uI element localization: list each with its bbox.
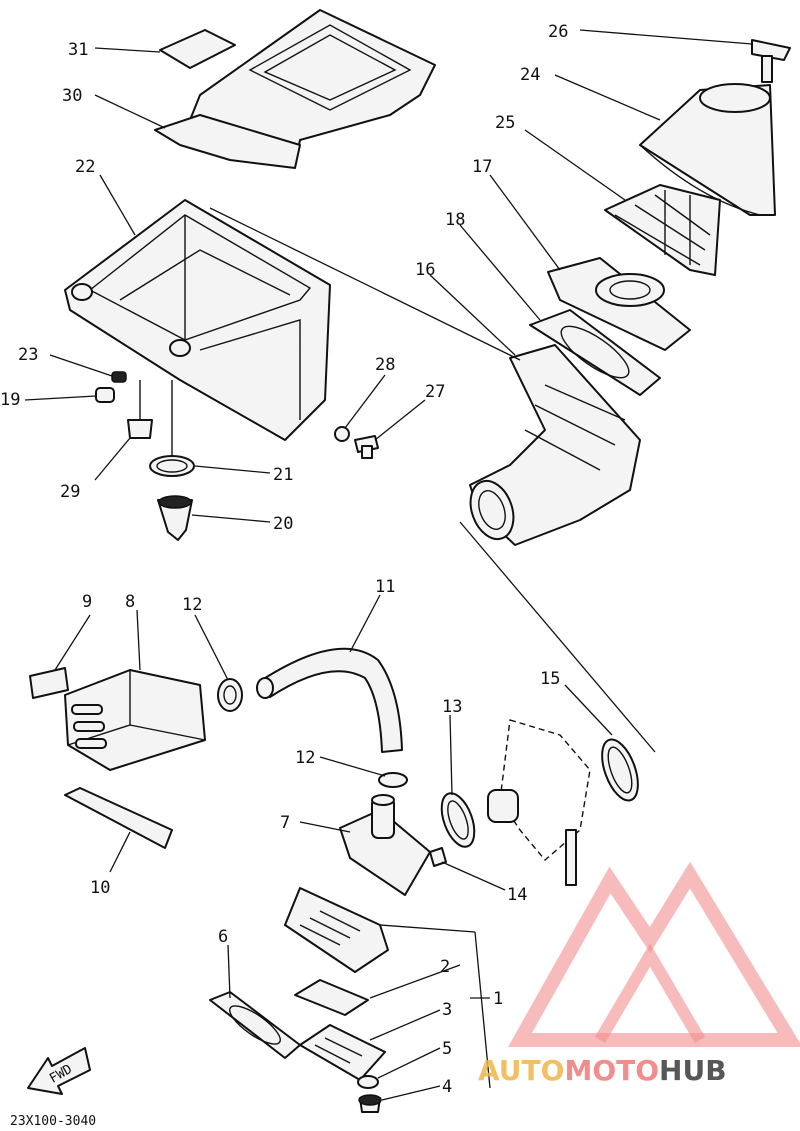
label-26: 26 — [548, 22, 568, 42]
part-16-joint — [469, 344, 641, 546]
part-13-clamp — [440, 792, 476, 848]
part-30-airbox-cover — [154, 9, 436, 169]
reed-valve-assembly — [284, 887, 389, 973]
part-9-label — [29, 667, 69, 699]
label-11: 11 — [375, 577, 395, 597]
label-14: 14 — [507, 885, 527, 905]
part-27-bolt — [354, 435, 379, 459]
fwd-arrow: FWD — [27, 1047, 91, 1095]
part-26-wing-bolt — [751, 39, 791, 83]
part-17-filter-guide — [547, 257, 691, 351]
part-7-reed-valve-body — [339, 794, 431, 896]
watermark-auto: AUTO — [478, 1054, 564, 1087]
label-6: 6 — [218, 927, 228, 947]
part-6-gasket — [209, 991, 301, 1059]
label-30: 30 — [62, 86, 82, 106]
part-15-clamp — [601, 738, 639, 802]
part-23-spring — [111, 371, 127, 383]
watermark-moto: MOTO — [564, 1054, 659, 1087]
label-19: 19 — [0, 390, 20, 410]
label-25: 25 — [495, 113, 515, 133]
part-12-clamp-upper — [217, 678, 243, 712]
label-23: 23 — [18, 345, 38, 365]
label-12-lower: 12 — [295, 748, 315, 768]
label-15: 15 — [540, 669, 560, 689]
part-31-plate — [159, 29, 236, 69]
part-5-washer — [357, 1075, 379, 1089]
label-7: 7 — [280, 813, 290, 833]
label-8: 8 — [125, 592, 135, 612]
part-24-filter-element — [639, 83, 776, 216]
part-18-gasket — [529, 309, 661, 396]
label-17: 17 — [472, 157, 492, 177]
part-12-clamp-lower — [378, 772, 408, 788]
carburetor-outline — [487, 719, 591, 886]
part-3-reed-valve — [299, 1024, 386, 1081]
part-14-bolt — [429, 847, 447, 867]
label-22: 22 — [75, 157, 95, 177]
part-19-grommet — [95, 387, 115, 403]
label-28: 28 — [375, 355, 395, 375]
label-4: 4 — [442, 1077, 452, 1097]
part-20-drain-plug — [157, 495, 193, 541]
label-16: 16 — [415, 260, 435, 280]
part-10-strap — [64, 787, 173, 849]
label-3: 3 — [442, 1000, 452, 1020]
part-21-o-ring — [149, 380, 195, 477]
part-2-reed-stopper — [294, 979, 369, 1016]
watermark-triangle-logo — [508, 861, 800, 1047]
watermark-text: AUTOMOTOHUB — [478, 1054, 727, 1087]
part-4-screw — [358, 1094, 382, 1113]
label-31: 31 — [68, 40, 88, 60]
automotohub-watermark: AUTOMOTOHUB — [478, 861, 800, 1087]
label-1: 1 — [493, 989, 503, 1009]
label-18: 18 — [445, 210, 465, 230]
part-29-grommet — [127, 380, 153, 439]
part-25-filter-cage — [604, 184, 721, 276]
label-27: 27 — [425, 382, 445, 402]
label-20: 20 — [273, 514, 293, 534]
label-2: 2 — [440, 957, 450, 977]
watermark-hub: HUB — [659, 1054, 727, 1087]
leader-lines — [24, 29, 753, 1101]
part-28-washer — [334, 426, 350, 442]
part-22-airbox-body — [64, 199, 331, 441]
label-5: 5 — [442, 1039, 452, 1059]
drawing-code: 23X100-3040 — [10, 1114, 96, 1129]
label-9: 9 — [82, 592, 92, 612]
part-11-hose — [256, 647, 403, 753]
label-12-upper: 12 — [182, 595, 202, 615]
label-24: 24 — [520, 65, 540, 85]
label-10: 10 — [90, 878, 110, 898]
part-8-intake-silencer — [64, 669, 206, 771]
label-13: 13 — [442, 697, 462, 717]
part-number-labels: 31 30 22 23 19 29 21 20 28 27 26 24 25 1… — [0, 22, 568, 1097]
label-29: 29 — [60, 482, 80, 502]
label-21: 21 — [273, 465, 293, 485]
